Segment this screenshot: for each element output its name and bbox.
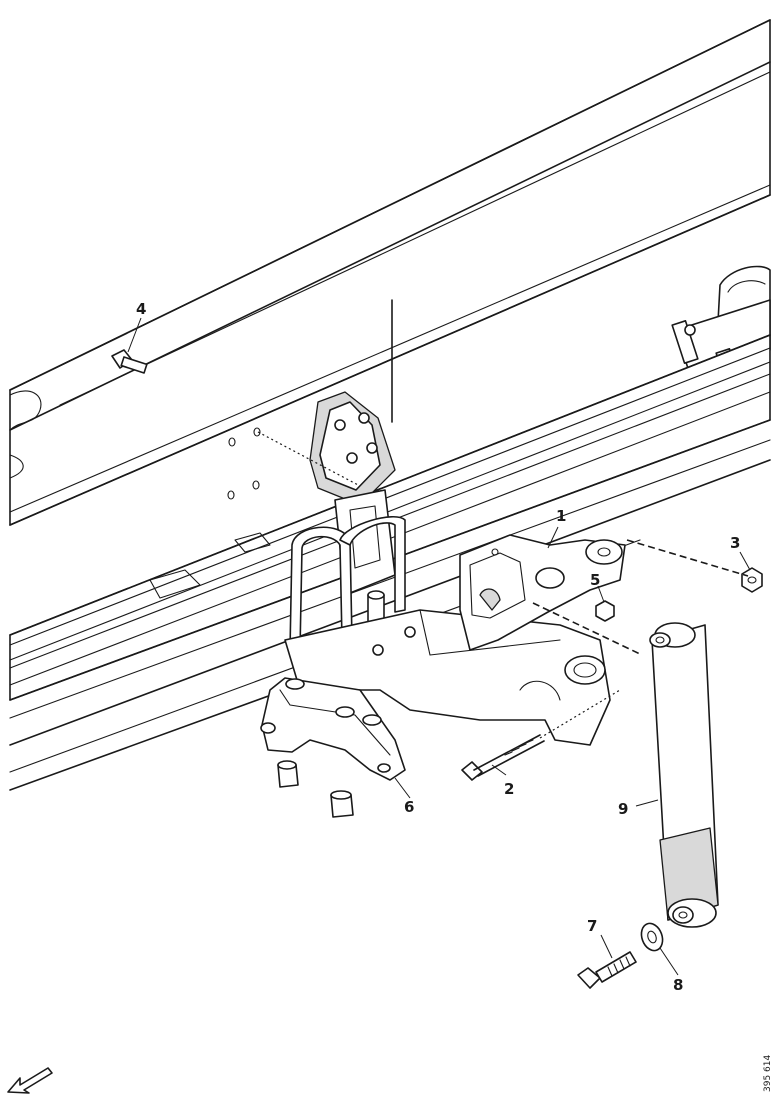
callout-5: 5 bbox=[590, 571, 600, 589]
callout-7: 7 bbox=[587, 917, 597, 935]
assembly-lines bbox=[257, 431, 749, 739]
shock-mount-bracket bbox=[459, 534, 626, 651]
bolt-part-7 bbox=[577, 951, 637, 989]
callout-2: 2 bbox=[504, 780, 514, 798]
frame-holes bbox=[227, 427, 261, 500]
lower-spring-seat bbox=[260, 677, 406, 781]
forward-direction-arrow-icon bbox=[7, 1067, 53, 1094]
callout-8: 8 bbox=[673, 976, 683, 994]
u-bolt-nuts bbox=[277, 760, 354, 818]
bolt-part-4 bbox=[111, 349, 148, 374]
callout-leaders bbox=[127, 317, 751, 976]
callout-6: 6 bbox=[404, 798, 414, 816]
nut-part-5 bbox=[595, 600, 615, 622]
figure-code: 395 614 bbox=[763, 1055, 773, 1092]
shock-absorber bbox=[649, 622, 719, 928]
upper-spring-bracket bbox=[309, 391, 396, 596]
spring-seat bbox=[284, 609, 611, 746]
washer-part-8 bbox=[640, 922, 664, 952]
nut-part-3 bbox=[741, 567, 763, 593]
callout-1: 1 bbox=[556, 507, 566, 525]
callout-4: 4 bbox=[136, 300, 146, 318]
bolt-part-2 bbox=[461, 734, 545, 781]
callout-3: 3 bbox=[730, 534, 740, 552]
callout-9: 9 bbox=[618, 800, 628, 818]
